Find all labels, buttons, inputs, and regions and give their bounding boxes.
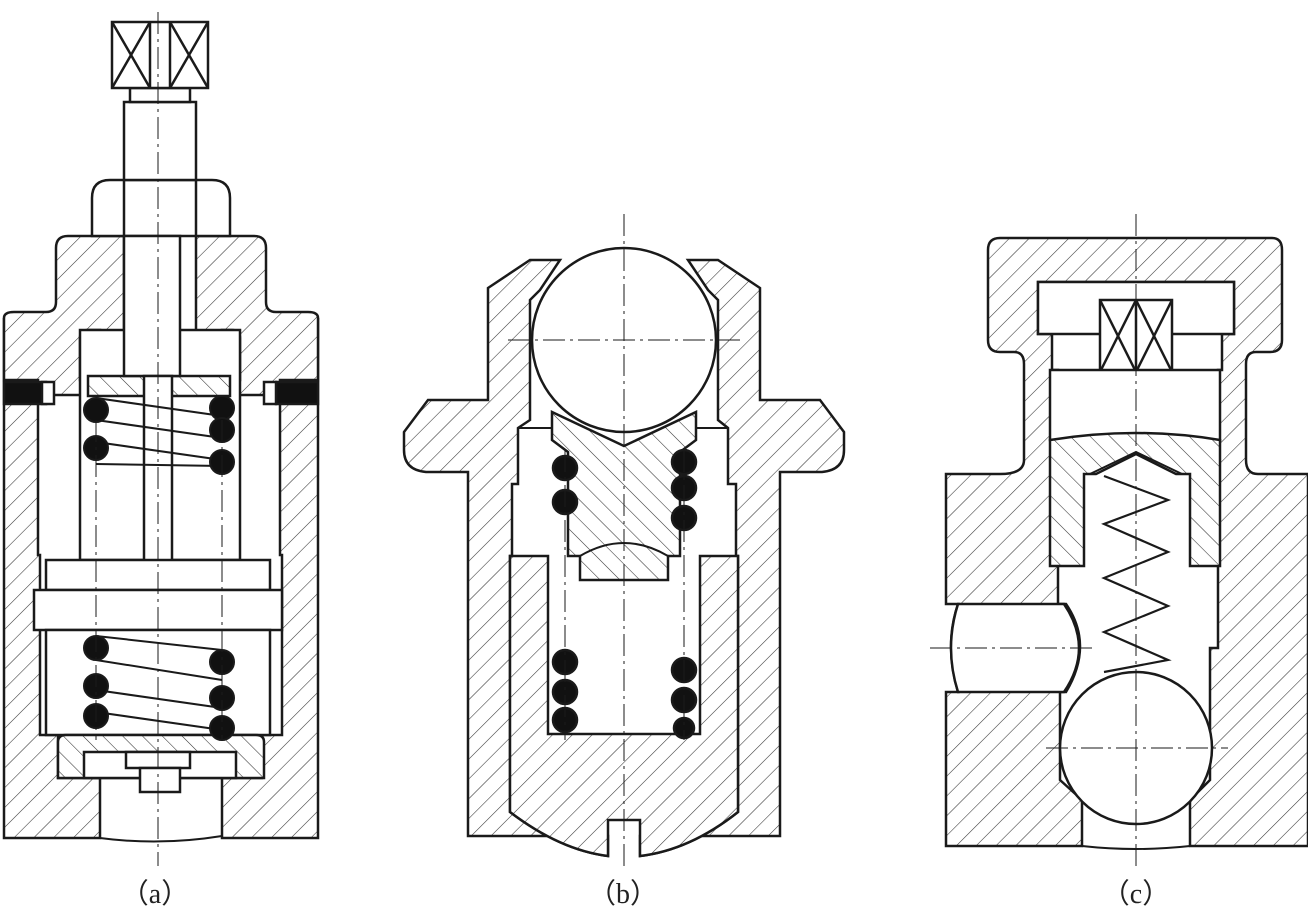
valve-a-gasket-left	[2, 380, 48, 406]
valve-a-stem-upper	[122, 100, 198, 182]
valve-b-bottom-plug	[508, 554, 740, 858]
valve-c-spring	[1101, 474, 1172, 674]
valve-a-square-head	[110, 20, 210, 90]
caption-a: （a）	[120, 879, 190, 910]
caption-b: （b）	[587, 879, 658, 910]
valve-a	[2, 12, 320, 866]
valve-a-gasket-right	[274, 380, 320, 406]
valve-c-piston	[1048, 431, 1222, 568]
valve-b	[402, 214, 846, 866]
valve-a-hex-nut	[90, 178, 232, 238]
valve-a-stem	[122, 234, 182, 378]
caption-c: （c）	[1101, 879, 1171, 910]
valve-c	[930, 214, 1308, 866]
